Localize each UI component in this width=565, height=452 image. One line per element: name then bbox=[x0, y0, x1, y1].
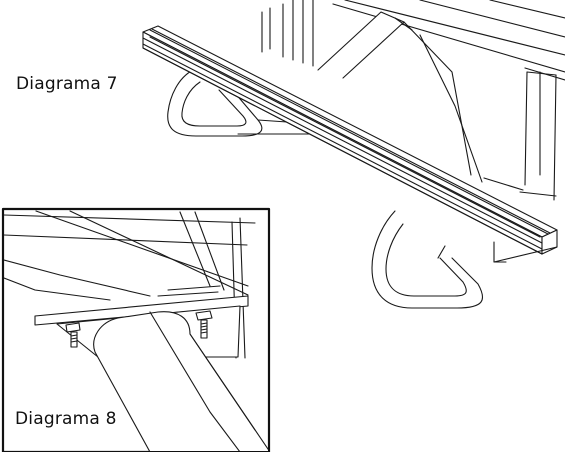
diagram-8-inset bbox=[1, 207, 271, 452]
diagram-7-drawing bbox=[142, 0, 565, 309]
bolt-right bbox=[195, 310, 213, 339]
frame-diagonal-brace bbox=[317, 11, 483, 183]
frame-right-leg bbox=[483, 71, 557, 201]
frame-center-post bbox=[261, 0, 314, 67]
bolt-left bbox=[65, 322, 81, 348]
diagram-8-caption: Diagrama 8 bbox=[15, 409, 117, 429]
bench-board bbox=[142, 25, 558, 263]
frame-right-loop-leg bbox=[371, 210, 483, 309]
diagram-7-caption: Diagrama 7 bbox=[16, 74, 118, 94]
